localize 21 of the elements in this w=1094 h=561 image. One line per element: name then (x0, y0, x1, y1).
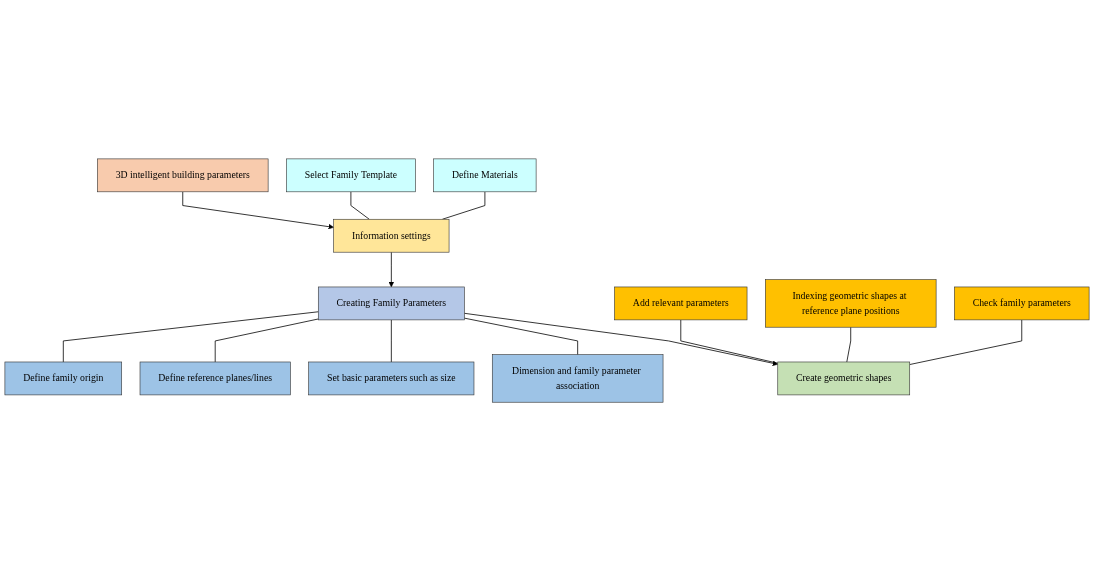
node-box: Add relevant parameters (614, 286, 748, 321)
connector (909, 319, 1023, 365)
connector (680, 319, 779, 364)
connector (62, 311, 319, 363)
connector (390, 319, 392, 363)
connector (350, 191, 370, 220)
connector (846, 326, 852, 363)
node-box: Information settings (333, 218, 450, 253)
connector (463, 317, 579, 355)
node-box: Creating Family Parameters (318, 286, 465, 321)
node-box: Define family origin (4, 361, 122, 396)
node-box: Select Family Template (286, 158, 416, 193)
node-box: Set basic parameters such as size (308, 361, 475, 396)
node-box: Indexing geometric shapes at reference plane positions (765, 279, 937, 328)
node-box: Check family parameters (954, 286, 1090, 321)
node-box: Define Materials (433, 158, 537, 193)
node-box: Define reference planes/lines (139, 361, 291, 396)
node-box: Create geometric shapes (777, 361, 911, 396)
connector (214, 318, 319, 363)
node-box: 3D intelligent building parameters (97, 158, 269, 193)
node-box: Dimension and family parameter association (491, 354, 664, 403)
